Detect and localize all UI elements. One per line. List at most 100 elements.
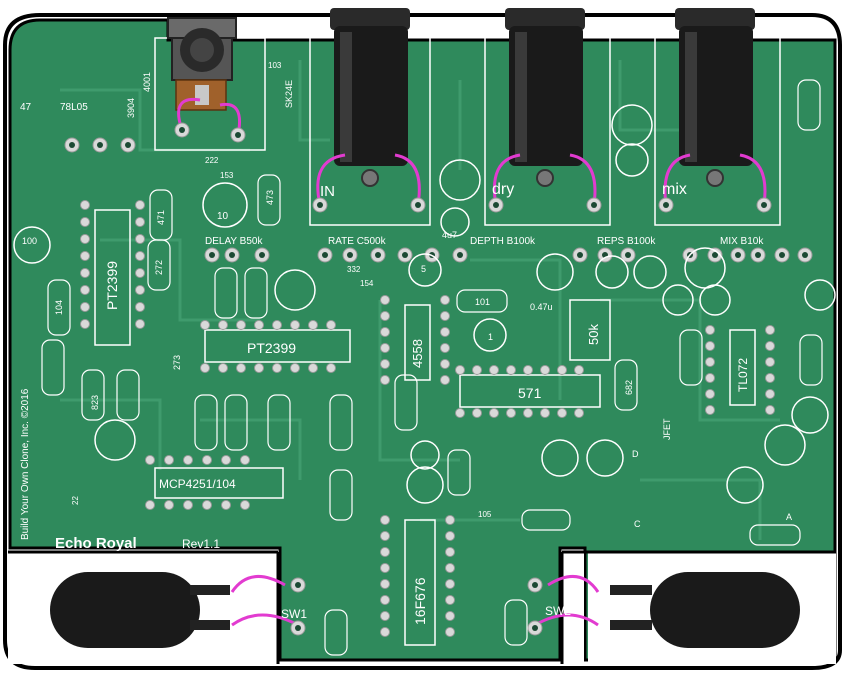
cap-outlines bbox=[13, 104, 836, 504]
chip-pin bbox=[236, 320, 246, 330]
chip-pin bbox=[135, 200, 145, 210]
chip-pin bbox=[380, 563, 390, 573]
chip-pin bbox=[218, 363, 228, 373]
audio-jacks bbox=[330, 8, 755, 187]
part-label: C bbox=[634, 519, 641, 529]
part-label: 103 bbox=[268, 61, 282, 70]
chip-pin bbox=[445, 611, 455, 621]
part-label: 473 bbox=[265, 190, 275, 205]
outer-frame bbox=[2, 13, 842, 670]
chip-pin bbox=[445, 531, 455, 541]
chip-pin bbox=[183, 500, 193, 510]
chip-pin bbox=[80, 302, 90, 312]
part-label: 332 bbox=[347, 265, 361, 274]
chip-pin bbox=[455, 365, 465, 375]
chip-pin bbox=[540, 408, 550, 418]
pads bbox=[64, 122, 813, 637]
chip-label-16f676: 16F676 bbox=[412, 577, 428, 625]
chip-pin bbox=[523, 365, 533, 375]
pad-hole bbox=[761, 202, 767, 208]
chip-pin bbox=[80, 217, 90, 227]
part-label: 101 bbox=[475, 297, 490, 307]
chip-pin bbox=[308, 320, 318, 330]
pad-hole bbox=[229, 252, 235, 258]
chip-pin bbox=[440, 343, 450, 353]
chip-pin bbox=[380, 531, 390, 541]
chip-pin bbox=[236, 363, 246, 373]
chip-pin bbox=[705, 405, 715, 415]
chip-pin bbox=[705, 389, 715, 399]
jack-label-in: IN bbox=[320, 183, 335, 200]
chip-pin bbox=[380, 627, 390, 637]
pad-hole bbox=[322, 252, 328, 258]
pad-hole bbox=[97, 142, 103, 148]
chip-pin bbox=[765, 341, 775, 351]
chip-pin bbox=[145, 455, 155, 465]
chip-label-mcp4251: MCP4251/104 bbox=[159, 477, 236, 491]
chip-pin bbox=[540, 365, 550, 375]
pad-hole bbox=[179, 127, 185, 133]
part-label: A bbox=[786, 512, 792, 522]
chip-pin bbox=[440, 295, 450, 305]
wires bbox=[177, 97, 767, 627]
pad-hole bbox=[235, 132, 241, 138]
part-label: 100 bbox=[22, 236, 37, 246]
chip-pin bbox=[523, 408, 533, 418]
part-label: 104 bbox=[54, 300, 64, 315]
board-title: Echo Royal bbox=[55, 535, 137, 552]
pad-hole bbox=[259, 252, 265, 258]
pad-hole bbox=[375, 252, 381, 258]
pad-hole bbox=[802, 252, 808, 258]
pad-hole bbox=[532, 625, 538, 631]
chip-pin bbox=[80, 319, 90, 329]
chip-pin bbox=[380, 359, 390, 369]
led-right bbox=[610, 572, 800, 648]
part-label: 0.47u bbox=[530, 302, 553, 312]
chip-pin bbox=[440, 311, 450, 321]
part-label: 105 bbox=[478, 510, 492, 519]
chip-label-pt2399-b: PT2399 bbox=[247, 340, 296, 356]
part-label: 273 bbox=[172, 355, 182, 370]
pad-hole bbox=[295, 625, 301, 631]
part-label: 78L05 bbox=[60, 102, 88, 113]
pad-hole bbox=[125, 142, 131, 148]
part-label: 10 bbox=[217, 211, 229, 222]
pad-hole bbox=[532, 582, 538, 588]
chip-pin bbox=[145, 500, 155, 510]
jack-label-dry: dry bbox=[492, 181, 514, 198]
chip-pin bbox=[80, 251, 90, 261]
chip-pin bbox=[705, 341, 715, 351]
control-label-reps: REPS B100k bbox=[597, 236, 656, 247]
chip-pin bbox=[80, 200, 90, 210]
pad-hole bbox=[577, 252, 583, 258]
chip-pin bbox=[164, 500, 174, 510]
pad-hole bbox=[712, 252, 718, 258]
part-label: 823 bbox=[90, 395, 100, 410]
chip-pin bbox=[380, 327, 390, 337]
chip-pin bbox=[489, 365, 499, 375]
chip-label-trim-50k: 50k bbox=[586, 324, 601, 345]
jack-labels: IN dry mix bbox=[320, 181, 687, 200]
chip-pin bbox=[200, 363, 210, 373]
chip-pin bbox=[380, 547, 390, 557]
chip-pin bbox=[489, 408, 499, 418]
pad-hole bbox=[663, 202, 669, 208]
chip-pin bbox=[221, 455, 231, 465]
chip-pin bbox=[380, 375, 390, 385]
chip-pin bbox=[200, 320, 210, 330]
chip-label-4558: 4558 bbox=[410, 339, 425, 368]
chip-label-tl072: TL072 bbox=[736, 358, 750, 392]
chip-label-571: 571 bbox=[518, 385, 542, 401]
board-copyright: Build Your Own Clone, Inc. ©2016 bbox=[20, 388, 31, 540]
chip-pin bbox=[765, 405, 775, 415]
chip-pin bbox=[80, 234, 90, 244]
pcb-outline bbox=[8, 18, 837, 662]
chip-pin bbox=[380, 343, 390, 353]
pad-hole bbox=[295, 582, 301, 588]
chip-pin bbox=[380, 611, 390, 621]
part-label: 3904 bbox=[126, 98, 136, 118]
chip-pin bbox=[202, 455, 212, 465]
chip-pin bbox=[472, 408, 482, 418]
chip-pin bbox=[506, 408, 516, 418]
